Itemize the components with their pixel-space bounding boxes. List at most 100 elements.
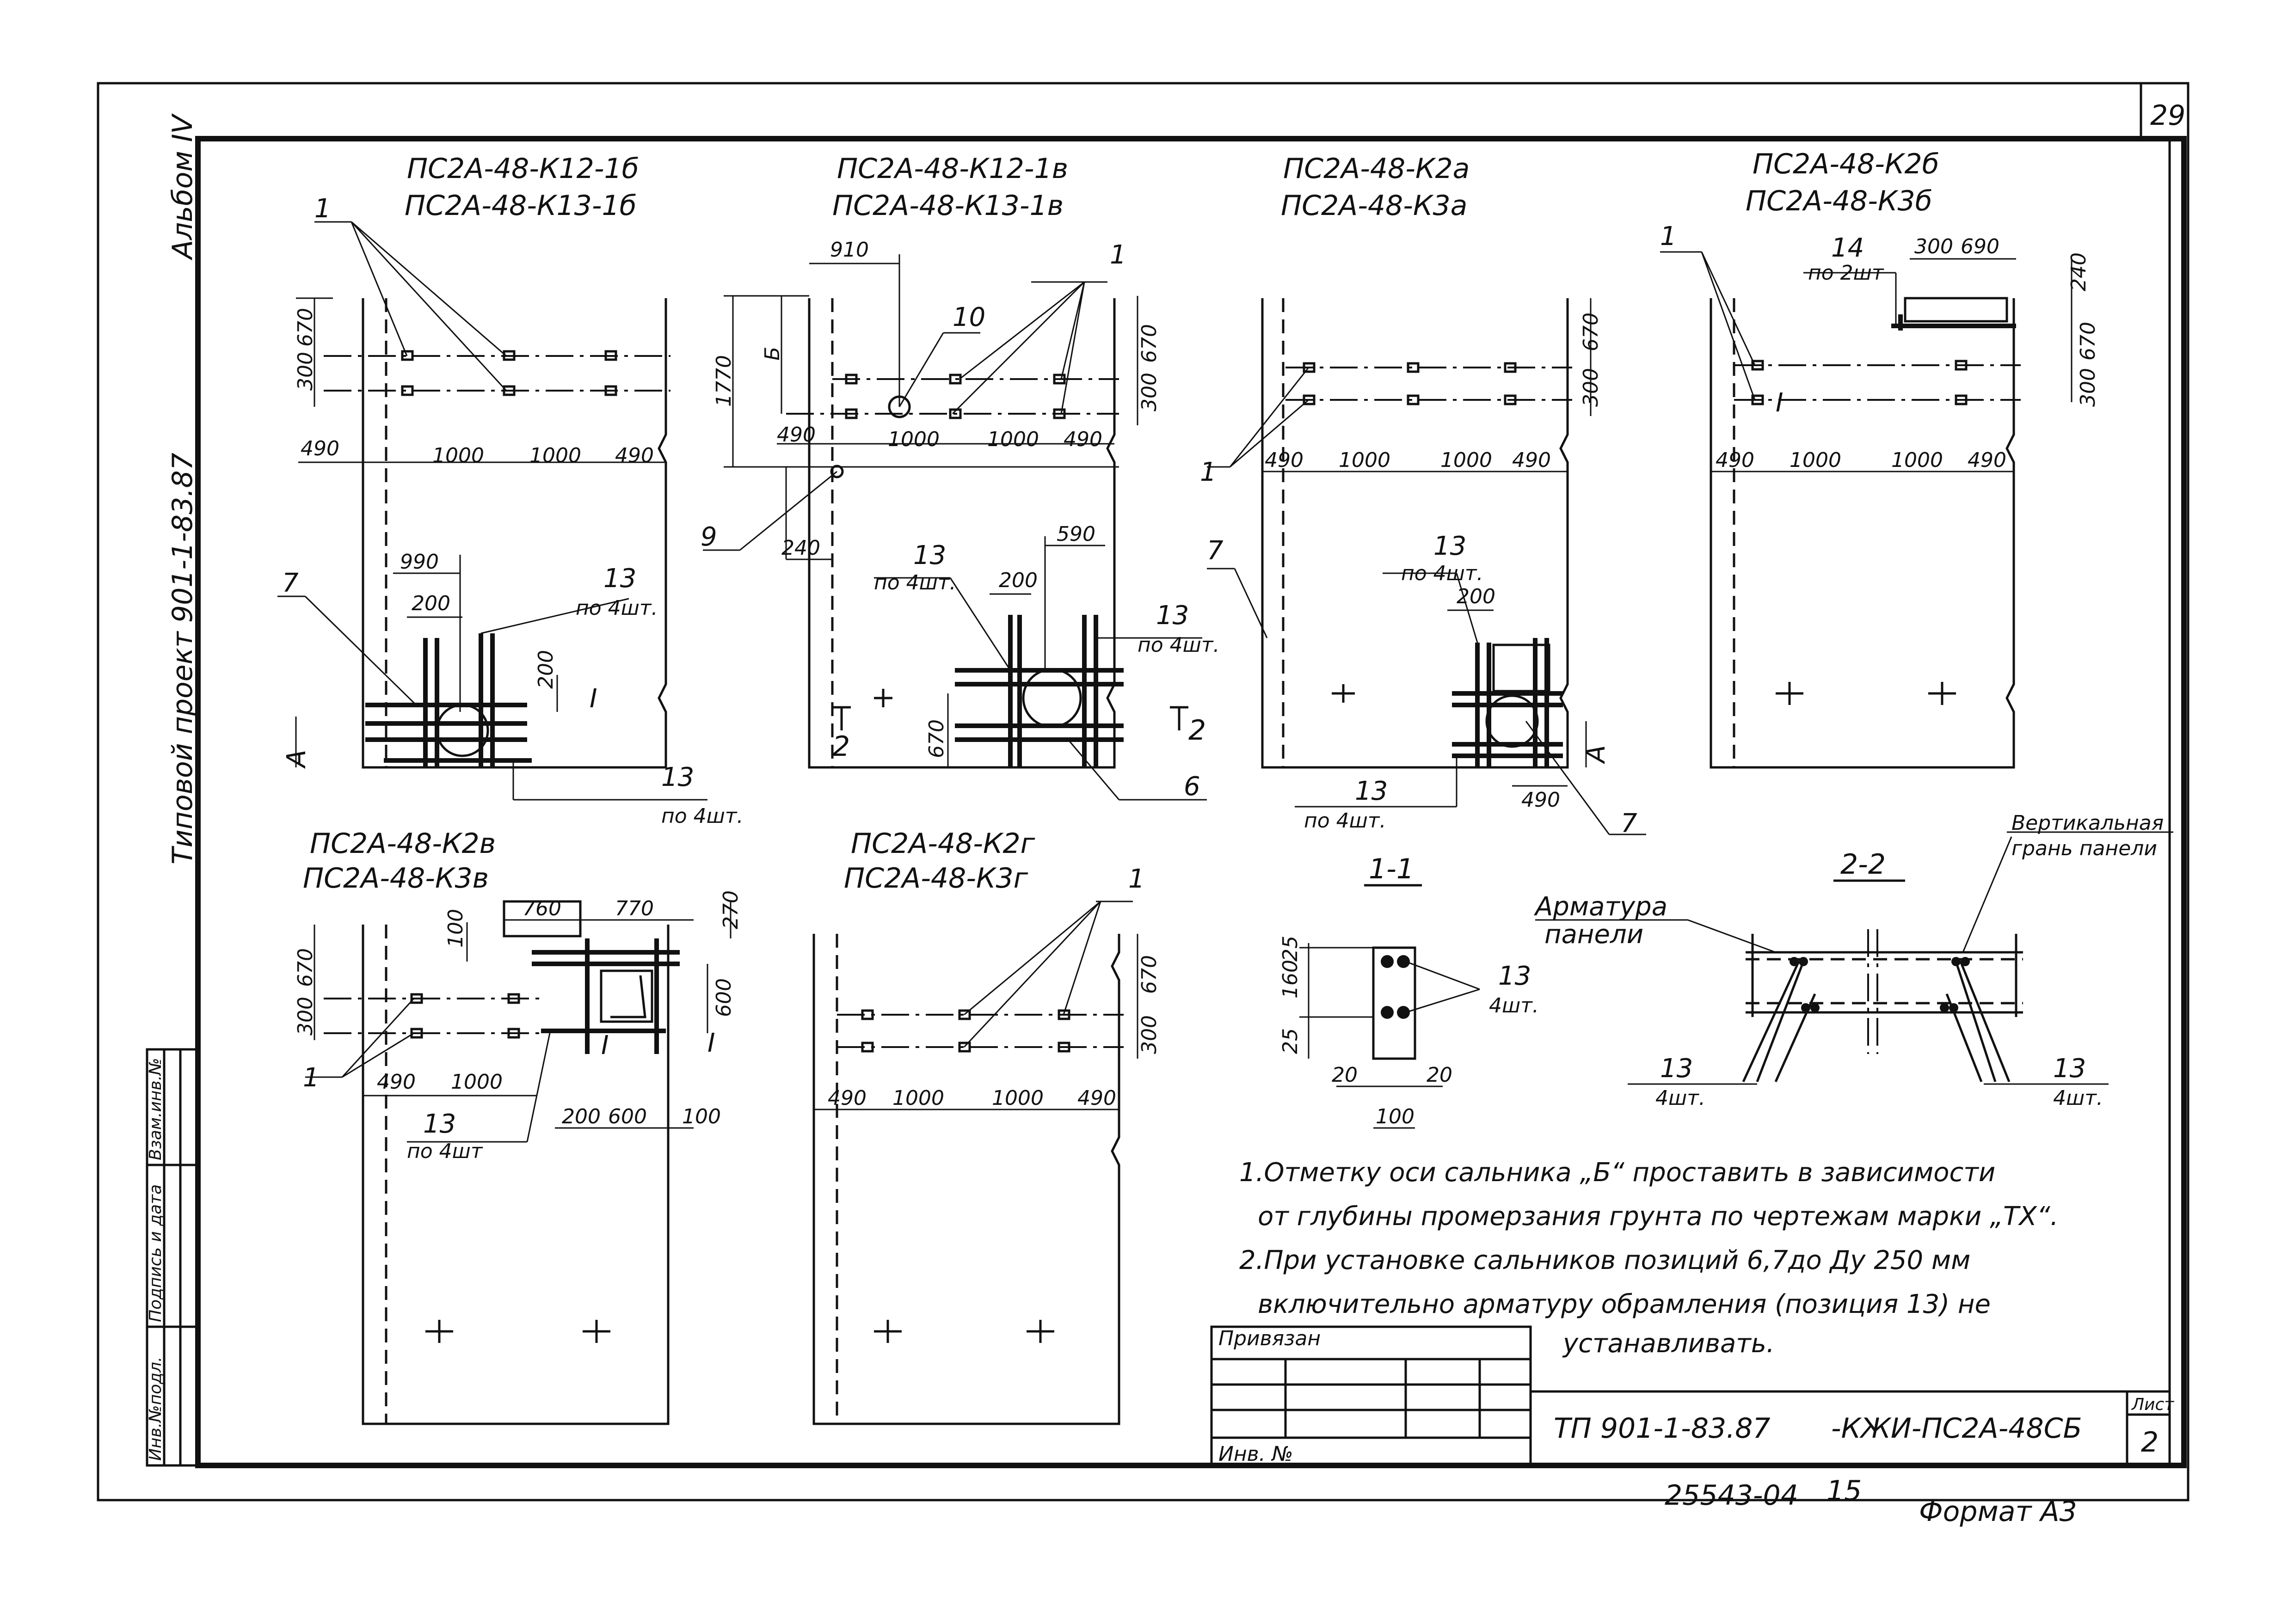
privyazan-label: Привязан	[1218, 1327, 1321, 1350]
svg-text:13: 13	[1433, 531, 1466, 561]
svg-text:20: 20	[1427, 1063, 1452, 1087]
svg-text:1000: 1000	[529, 444, 581, 467]
svg-text:270: 270	[719, 890, 743, 929]
panel-k2g: ПС2А-48-К2г ПС2А-48-К3г 670 300 490 1000…	[812, 827, 1161, 1425]
svg-text:490: 490	[1716, 448, 1754, 472]
format-label: Формат А3	[1919, 1495, 2077, 1528]
svg-text:7: 7	[282, 568, 299, 598]
svg-text:7: 7	[1621, 809, 1637, 839]
svg-text:1: 1	[1110, 240, 1126, 270]
svg-text:13: 13	[1498, 961, 1531, 991]
svg-text:600: 600	[712, 978, 736, 1017]
svg-text:I: I	[601, 1030, 609, 1060]
svg-text:7: 7	[1207, 536, 1224, 566]
svg-text:490: 490	[1077, 1086, 1116, 1110]
sheet-number: 29	[2150, 99, 2185, 132]
notes: 1.Отметку оси сальника „Б“ проставить в …	[1239, 1158, 2059, 1359]
panel-title: ПС2А-48-К12-1б	[407, 153, 639, 185]
svg-text:300: 300	[294, 352, 317, 391]
svg-text:по 2шт: по 2шт	[1808, 261, 1884, 285]
svg-text:1000: 1000	[992, 1086, 1044, 1110]
archive-number: 25543-04	[1665, 1479, 1798, 1512]
note-line: от глубины промерзания грунта по чертежа…	[1258, 1201, 2059, 1232]
svg-text:1000: 1000	[1790, 448, 1841, 472]
svg-text:490: 490	[777, 423, 816, 447]
svg-text:14: 14	[1831, 233, 1864, 263]
svg-text:1000: 1000	[987, 428, 1039, 451]
svg-text:490: 490	[1521, 788, 1560, 812]
panel-title: ПС2А-48-К12-1в	[837, 153, 1068, 185]
svg-text:1000: 1000	[432, 444, 484, 467]
svg-text:240: 240	[781, 536, 820, 560]
project-code: ТП 901-1-83.87	[1554, 1412, 1771, 1445]
svg-text:910: 910	[830, 238, 869, 262]
panel-title-2: ПС2А-48-К3а	[1281, 190, 1467, 222]
svg-text:по 4шт.: по 4шт.	[661, 804, 744, 828]
panel-title-2: ПС2А-48-К3б	[1746, 185, 1932, 217]
album-label: Альбом IV	[166, 113, 199, 261]
svg-text:панели: панели	[1544, 919, 1643, 950]
svg-text:4шт.: 4шт.	[2053, 1086, 2103, 1110]
svg-text:300: 300	[1138, 373, 1161, 411]
svg-text:1: 1	[303, 1063, 320, 1093]
svg-text:1: 1	[1660, 221, 1677, 251]
list-label: Лист	[2131, 1395, 2174, 1414]
panel-k2a: ПС2А-48-К2а ПС2А-48-К3а 670 300 490 1000…	[1200, 153, 1646, 839]
svg-text:1000: 1000	[888, 428, 940, 451]
svg-text:I: I	[707, 1028, 715, 1058]
svg-text:13: 13	[1156, 601, 1189, 631]
svg-text:4шт.: 4шт.	[1655, 1086, 1705, 1110]
svg-text:13: 13	[661, 762, 694, 792]
svg-text:9: 9	[701, 522, 717, 552]
svg-text:490: 490	[1968, 448, 2006, 472]
svg-text:1: 1	[314, 194, 331, 224]
svg-text:10: 10	[953, 302, 985, 332]
panel-k12-1v: ПС2А-48-К12-1в ПС2А-48-К13-1в 910 1770 Б…	[701, 153, 1220, 802]
svg-text:200: 200	[534, 650, 558, 689]
svg-text:13: 13	[603, 564, 636, 594]
section-1-1: 1-1 25 160 25 20 20 100 13 4шт.	[1279, 853, 1539, 1129]
svg-text:100: 100	[444, 909, 467, 948]
svg-text:490: 490	[301, 437, 339, 460]
svg-text:13: 13	[1660, 1054, 1693, 1084]
archive-number-2: 15	[1827, 1475, 1862, 1507]
panel-title: ПС2А-48-К2а	[1283, 153, 1470, 185]
svg-text:1000: 1000	[1339, 448, 1390, 472]
svg-text:по 4шт.: по 4шт.	[874, 571, 956, 594]
svg-text:100: 100	[682, 1105, 721, 1128]
panel-title: ПС2А-48-К2в	[310, 827, 496, 860]
section-title: 2-2	[1840, 848, 1886, 881]
side-title: Типовой проект 901-1-83.87	[166, 453, 199, 864]
svg-text:490: 490	[1265, 448, 1304, 472]
svg-text:200: 200	[999, 569, 1038, 592]
panel-k2b: ПС2А-48-К2б ПС2А-48-К3б 14 по 2шт 300 69…	[1660, 148, 2100, 769]
svg-text:590: 590	[1057, 522, 1095, 546]
svg-text:300: 300	[1914, 235, 1953, 258]
inv-label: Инв. №	[1218, 1442, 1293, 1466]
title-block: Привязан Инв. № ТП 901-1-83.87 -КЖИ-ПС2А…	[1210, 1325, 2174, 1467]
svg-text:690: 690	[1961, 235, 1999, 258]
svg-text:13: 13	[423, 1109, 456, 1139]
svg-text:13: 13	[1355, 776, 1388, 806]
section-2-2: 2-2 Вертикальная грань панели Арматура п…	[1534, 811, 2173, 1110]
panel-title: ПС2А-48-К2б	[1753, 148, 1939, 180]
svg-text:I: I	[590, 684, 597, 714]
section-title: 1-1	[1369, 853, 1414, 885]
svg-text:2: 2	[832, 730, 850, 763]
svg-text:4шт.: 4шт.	[1489, 994, 1539, 1017]
svg-text:Б: Б	[761, 347, 784, 361]
svg-text:25: 25	[1279, 936, 1302, 962]
svg-text:Подпись и дата: Подпись и дата	[146, 1184, 165, 1322]
svg-text:670: 670	[925, 719, 948, 758]
svg-text:990: 990	[400, 550, 439, 574]
svg-text:670: 670	[1579, 313, 1603, 351]
svg-text:490: 490	[1512, 448, 1551, 472]
svg-text:1000: 1000	[1440, 448, 1492, 472]
svg-text:1000: 1000	[1891, 448, 1943, 472]
svg-text:200: 200	[1457, 585, 1495, 608]
svg-text:по 4шт.: по 4шт.	[576, 596, 658, 620]
svg-text:по 4шт.: по 4шт.	[1401, 562, 1483, 585]
svg-text:Вертикальная: Вертикальная	[2011, 811, 2164, 835]
outer-frame	[97, 82, 2189, 1501]
panel-title-2: ПС2А-48-К3г	[844, 862, 1028, 895]
